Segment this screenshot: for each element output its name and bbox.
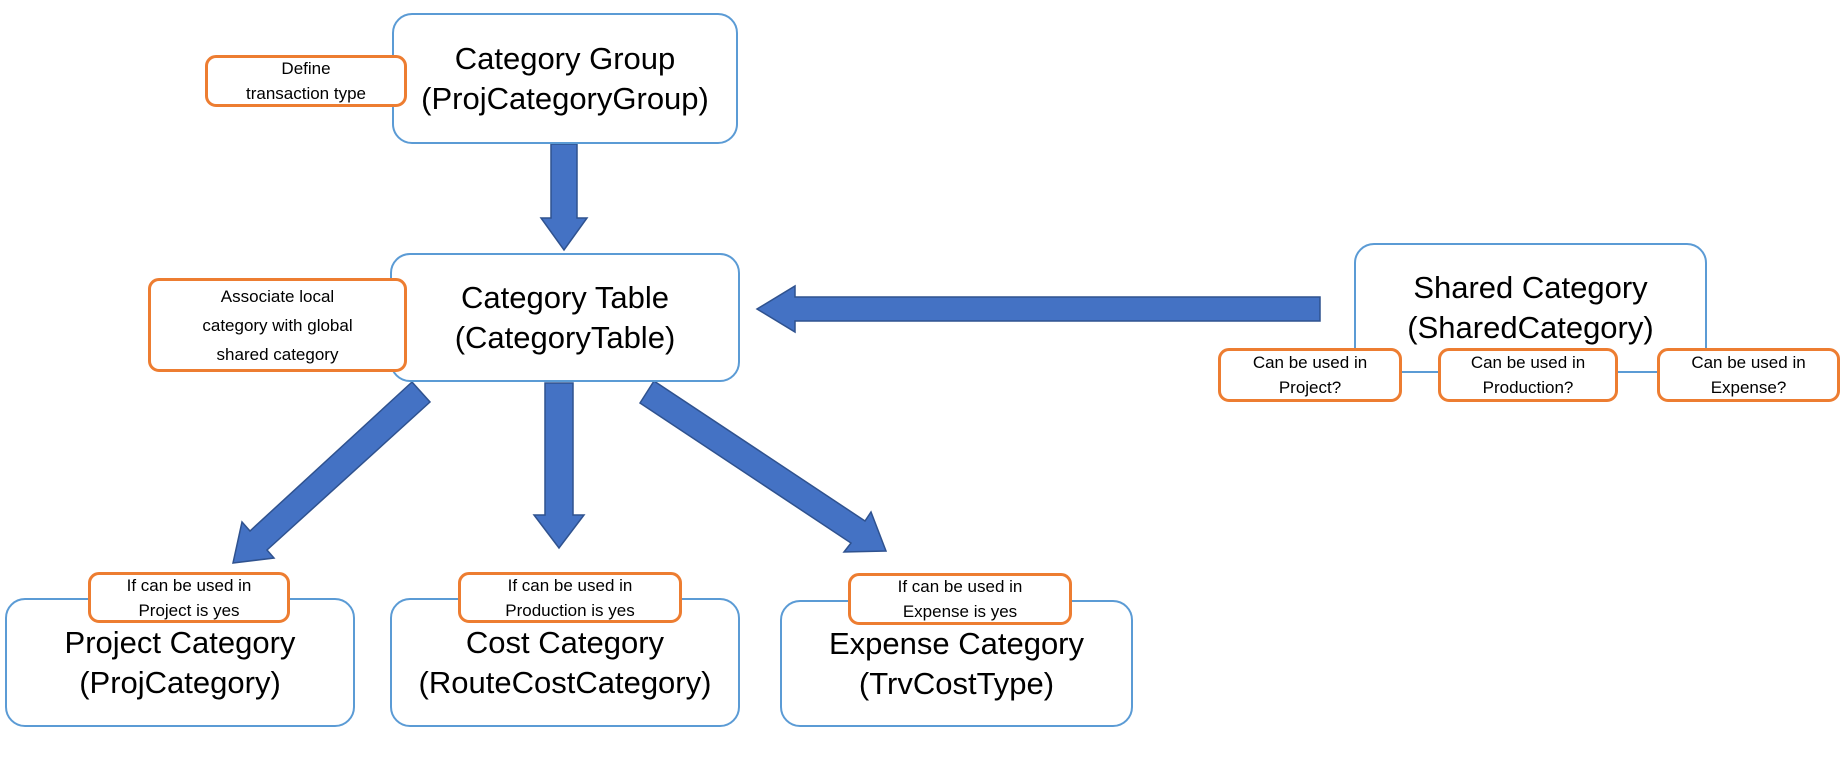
arrow-category-table-to-expense-category — [638, 379, 888, 553]
callout-if-can-be-used-in-expense: If can be used in Expense is yes — [848, 573, 1072, 625]
callout-line: Can be used in — [1470, 353, 1586, 372]
node-code: (RouteCostCategory) — [418, 664, 712, 700]
callout-line: If can be used in — [126, 575, 252, 595]
node-title: Category Table — [461, 279, 669, 315]
callout-line: transaction type — [245, 84, 366, 103]
node-title: Project Category — [64, 624, 296, 660]
callout-line: Can be used in — [1252, 353, 1368, 372]
node-project-category: Project Category (ProjCategory) — [5, 598, 355, 727]
callout-can-be-used-in-project: Can be used in Project? — [1218, 348, 1402, 402]
callout-line: category with global — [202, 315, 353, 335]
callout-define-transaction-type: Define transaction type — [205, 55, 407, 107]
node-title: Category Group — [454, 40, 676, 76]
node-cost-category: Cost Category (RouteCostCategory) — [390, 598, 740, 727]
node-title: Expense Category — [828, 625, 1085, 661]
callout-associate-local: Associate local category with global sha… — [148, 278, 407, 372]
arrow-category-table-to-project-category — [232, 380, 432, 564]
callout-line: Production? — [1482, 378, 1574, 397]
callout-can-be-used-in-production: Can be used in Production? — [1438, 348, 1618, 402]
callout-can-be-used-in-expense: Can be used in Expense? — [1657, 348, 1840, 402]
node-category-group: Category Group (ProjCategoryGroup) — [392, 13, 738, 144]
callout-if-can-be-used-in-production: If can be used in Production is yes — [458, 572, 682, 623]
callout-line: Project is yes — [138, 600, 240, 620]
callout-if-can-be-used-in-project: If can be used in Project is yes — [88, 572, 290, 623]
callout-line: Can be used in — [1691, 353, 1806, 372]
callout-line: Associate local — [220, 286, 335, 306]
node-title: Shared Category — [1413, 270, 1648, 305]
node-code: (ProjCategory) — [79, 664, 281, 700]
node-title: Cost Category — [465, 624, 665, 660]
node-expense-category: Expense Category (TrvCostType) — [780, 600, 1133, 727]
callout-line: Define — [281, 59, 331, 78]
callout-line: If can be used in — [897, 577, 1023, 596]
callout-line: shared category — [216, 344, 339, 364]
arrow-shared-category-to-category-table — [755, 284, 1321, 334]
node-code: (TrvCostType) — [858, 665, 1055, 701]
node-code: (ProjCategoryGroup) — [421, 80, 709, 116]
node-category-table: Category Table (CategoryTable) — [390, 253, 740, 382]
callout-line: Expense is yes — [902, 602, 1018, 621]
node-code: (SharedCategory) — [1407, 310, 1654, 345]
callout-line: Project? — [1278, 378, 1342, 397]
node-code: (CategoryTable) — [454, 319, 676, 355]
callout-line: If can be used in — [507, 575, 633, 595]
callout-line: Expense? — [1710, 378, 1787, 397]
arrow-category-group-to-category-table — [539, 143, 589, 252]
callout-line: Production is yes — [505, 600, 635, 620]
arrow-category-table-to-cost-category — [532, 382, 586, 550]
